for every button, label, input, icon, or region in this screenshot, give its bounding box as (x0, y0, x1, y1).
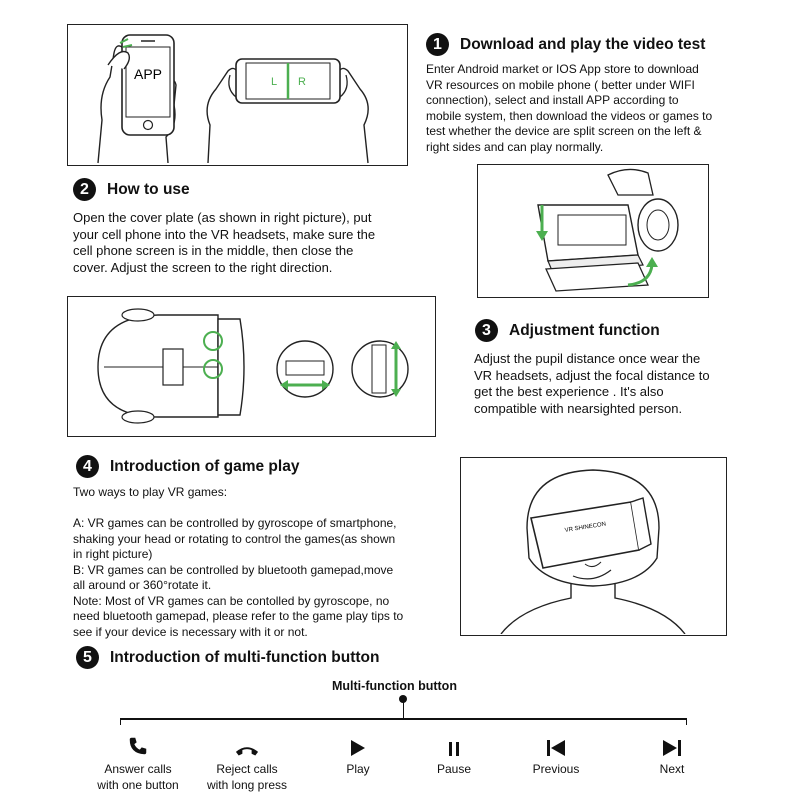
headset-open-cover-illustration (536, 168, 679, 292)
control-label-play: Play (346, 762, 370, 776)
control-previous: Previous (491, 727, 621, 777)
pause-icon (449, 742, 459, 756)
illustration-wearing-headset: VR SHINECON (460, 457, 727, 636)
phone-reject-icon (235, 747, 259, 756)
next-icon (663, 740, 681, 756)
control-pause: Pause (389, 727, 519, 777)
step4-number: 4 (76, 455, 99, 478)
step2-text: Open the cover plate (as shown in right … (73, 210, 376, 275)
phone-answer-icon (129, 737, 147, 755)
step4-title: Introduction of game play (110, 457, 300, 475)
person-headset-illustration: VR SHINECON (500, 469, 686, 635)
play-icon (351, 740, 365, 756)
control-label-answer: Answer calls with one button (97, 762, 179, 792)
track-tick-left (120, 718, 121, 725)
left-label: L (271, 76, 277, 88)
step5-title: Introduction of multi-function button (110, 648, 380, 666)
multifunction-button-knob (399, 695, 407, 703)
step2-header: 2 How to use (73, 178, 190, 201)
step1-text: Enter Android market or IOS App store to… (426, 62, 713, 154)
control-label-reject: Reject calls with long press (206, 762, 288, 792)
multifunction-button-label: Multi-function button (332, 679, 457, 693)
step1-title: Download and play the video test (460, 35, 706, 53)
control-play: Play (293, 727, 423, 777)
control-label-previous: Previous (532, 762, 580, 776)
step1-number: 1 (426, 33, 449, 56)
step3-text: Adjust the pupil distance once wear the … (474, 351, 710, 416)
step5-header: 5 Introduction of multi-function button (76, 646, 379, 669)
step1-header: 1 Download and play the video test (426, 33, 705, 56)
headset-wheels-illustration (97, 308, 409, 424)
multifunction-button-stem (403, 698, 404, 718)
step2-number: 2 (73, 178, 96, 201)
multifunction-track (120, 718, 687, 720)
step4-header: 4 Introduction of game play (76, 455, 299, 478)
step4-text: Two ways to play VR games: A: VR games c… (73, 485, 404, 639)
control-next: Next (607, 727, 737, 777)
control-label-next: Next (659, 762, 685, 776)
control-label-pause: Pause (436, 762, 472, 776)
track-tick-right (686, 718, 687, 725)
step5-number: 5 (76, 646, 99, 669)
previous-icon (547, 740, 565, 756)
step3-title: Adjustment function (509, 321, 660, 339)
hands-phone-illustration: APP L R (97, 34, 369, 164)
step3-number: 3 (475, 319, 498, 342)
step2-title: How to use (107, 180, 190, 198)
app-label: APP (134, 66, 162, 82)
illustration-download-app: APP L R (67, 24, 408, 166)
control-answer-calls: Answer calls with one button (73, 727, 203, 793)
illustration-open-cover (477, 164, 709, 298)
control-reject-calls: Reject calls with long press (182, 727, 312, 793)
illustration-adjustment (67, 296, 436, 437)
step3-header: 3 Adjustment function (475, 319, 660, 342)
right-label: R (298, 76, 306, 88)
